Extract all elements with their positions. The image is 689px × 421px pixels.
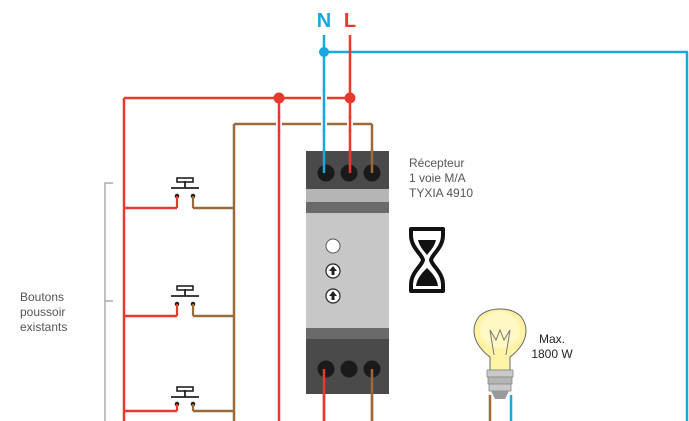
push-button-2 [171, 285, 199, 316]
receiver-module [306, 151, 389, 394]
push-button-3 [171, 386, 199, 411]
push-button-1 [171, 177, 199, 208]
live-junction-left [273, 92, 285, 104]
buttons-label-line3: existants [20, 320, 67, 334]
status-led-icon [325, 238, 341, 254]
receiver-label-line3: TYXIA 4910 [409, 186, 473, 200]
lamp-label-line1: Max. [539, 332, 565, 346]
buttons-bracket [104, 182, 113, 421]
up-arrow-button-icon [325, 263, 341, 279]
live-junction-top [344, 92, 356, 104]
up-arrow-button-2-icon [325, 288, 341, 304]
light-bulb-icon [473, 308, 527, 399]
hourglass-icon [409, 227, 445, 293]
receiver-label-line2: 1 voie M/A [409, 171, 466, 185]
buttons-label-line2: poussoir [20, 305, 65, 319]
receiver-label-line1: Récepteur [409, 156, 464, 170]
lamp-label-line2: 1800 W [531, 347, 573, 361]
neutral-junction [319, 47, 329, 57]
buttons-label-line1: Boutons [20, 290, 64, 304]
live-label: L [344, 10, 356, 32]
neutral-label: N [317, 10, 331, 32]
